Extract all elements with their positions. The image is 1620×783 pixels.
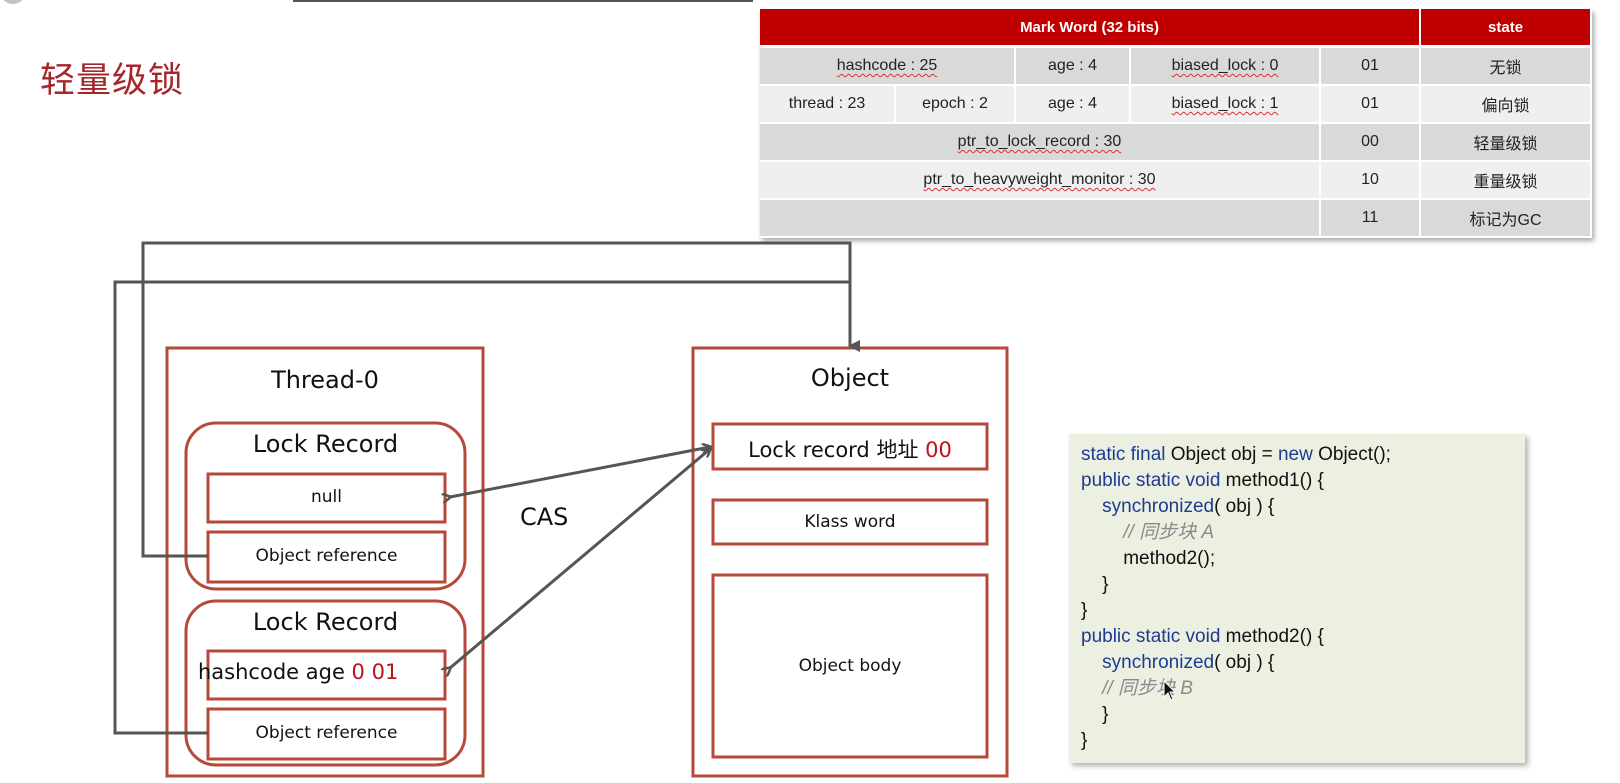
object-reference-line-2 [113,280,860,735]
object-body: Object body [798,656,902,676]
mark-word-bits-highlight: 00 [925,438,952,462]
code-keyword: new [1277,444,1313,465]
code-line: synchronized( obj ) { [1081,494,1525,520]
code-line: synchronized( obj ) { [1081,650,1525,676]
table-row: ptr_to_lock_record : 30 00 轻量级锁 [760,123,1593,162]
table-row: hashcode : 25 age : 4 biased_lock : 0 01… [760,46,1593,86]
field-biased-lock: biased_lock : 0 [1130,46,1321,86]
code-text [1081,652,1102,673]
code-text [1081,522,1123,543]
code-text: } [1081,574,1109,595]
code-comment: // 同步块 B [1102,678,1193,699]
mouse-cursor-icon [1163,680,1177,701]
code-text: } [1081,600,1088,621]
code-text: method2() { [1220,626,1324,647]
code-line: } [1081,572,1525,598]
field-empty [760,199,1321,238]
object-frame [691,346,1009,778]
window-corner-decoration [0,0,26,4]
code-keyword: synchronized [1102,496,1215,517]
field-state: 重量级锁 [1420,161,1593,200]
code-line: // 同步块 A [1081,520,1525,546]
code-line: } [1081,598,1525,624]
object-klass-word: Klass word [804,512,896,532]
code-text [1081,678,1102,699]
code-snippet: static final Object obj = new Object();p… [1069,434,1525,763]
lock-record-frame-2 [184,599,467,767]
mark-word-table: Mark Word (32 bits) state hashcode : 25 … [760,9,1593,238]
lock-record-2-title: Lock Record [252,608,399,636]
code-keyword: public static void [1081,626,1221,647]
table-row: ptr_to_heavyweight_monitor : 30 10 重量级锁 [760,161,1593,200]
lock-record-2-hash-age: hashcode age 0 01 [198,660,399,684]
code-line: public static void method1() { [1081,468,1525,494]
field-state: 轻量级锁 [1420,123,1593,162]
cas-arrow-1 [450,447,710,497]
code-text: method2(); [1081,548,1216,569]
header-mark-word: Mark Word (32 bits) [760,9,1422,48]
header-state: state [1420,9,1593,48]
field-epoch: epoch : 2 [895,85,1016,124]
code-text [1081,496,1102,517]
object-mark-word: Lock record 地址 00 [748,438,952,462]
lock-bits-highlight: 0 01 [351,660,399,684]
code-line: public static void method2() { [1081,624,1525,650]
table-row: 11 标记为GC [760,199,1593,238]
field-bits: 01 [1320,85,1422,124]
field-age: age : 4 [1015,46,1131,86]
cas-arrow-2 [450,449,710,668]
code-keyword: public static void [1081,470,1221,491]
field-bits: 11 [1320,199,1422,238]
top-divider [293,0,753,2]
object-title: Object [810,364,890,392]
code-line: } [1081,728,1525,754]
object-reference-line-1 [141,241,852,558]
thread-title: Thread-0 [271,366,379,394]
field-biased-lock: biased_lock : 1 [1130,85,1321,124]
field-ptr-heavyweight-monitor: ptr_to_heavyweight_monitor : 30 [760,161,1321,200]
cas-label: CAS [520,503,569,531]
object-mark-word-slot [711,422,989,471]
code-keyword: static final [1081,444,1166,465]
code-text: } [1081,730,1088,751]
lock-record-2-object-reference: Object reference [255,723,398,743]
field-state: 偏向锁 [1420,85,1593,124]
field-age: age : 4 [1015,85,1131,124]
code-line: } [1081,702,1525,728]
lock-record-1-object-reference: Object reference [255,546,398,566]
code-text: Object obj = [1165,444,1278,465]
object-klass-word-slot [711,498,989,546]
lock-record-1-title: Lock Record [252,430,399,458]
code-line: // 同步块 B [1081,676,1525,702]
field-state: 无锁 [1420,46,1593,86]
field-hashcode: hashcode : 25 [760,46,1016,86]
code-line: static final Object obj = new Object(); [1081,442,1525,468]
code-line: method2(); [1081,546,1525,572]
lock-record-1-null: null [311,487,342,507]
field-ptr-lock-record: ptr_to_lock_record : 30 [760,123,1321,162]
code-comment: // 同步块 A [1123,522,1215,543]
code-text: ( obj ) { [1214,496,1275,517]
field-thread: thread : 23 [760,85,896,124]
code-text: method1() { [1220,470,1324,491]
field-bits: 00 [1320,123,1422,162]
field-state: 标记为GC [1420,199,1593,238]
field-bits: 10 [1320,161,1422,200]
page-title: 轻量级锁 [40,61,185,101]
code-text: ( obj ) { [1214,652,1275,673]
field-bits: 01 [1320,46,1422,86]
code-keyword: synchronized [1102,652,1215,673]
table-row: thread : 23 epoch : 2 age : 4 biased_loc… [760,85,1593,124]
table-header-row: Mark Word (32 bits) state [760,9,1593,48]
object-body-slot [711,573,989,759]
code-text: Object(); [1312,444,1391,465]
code-text: } [1081,704,1109,725]
